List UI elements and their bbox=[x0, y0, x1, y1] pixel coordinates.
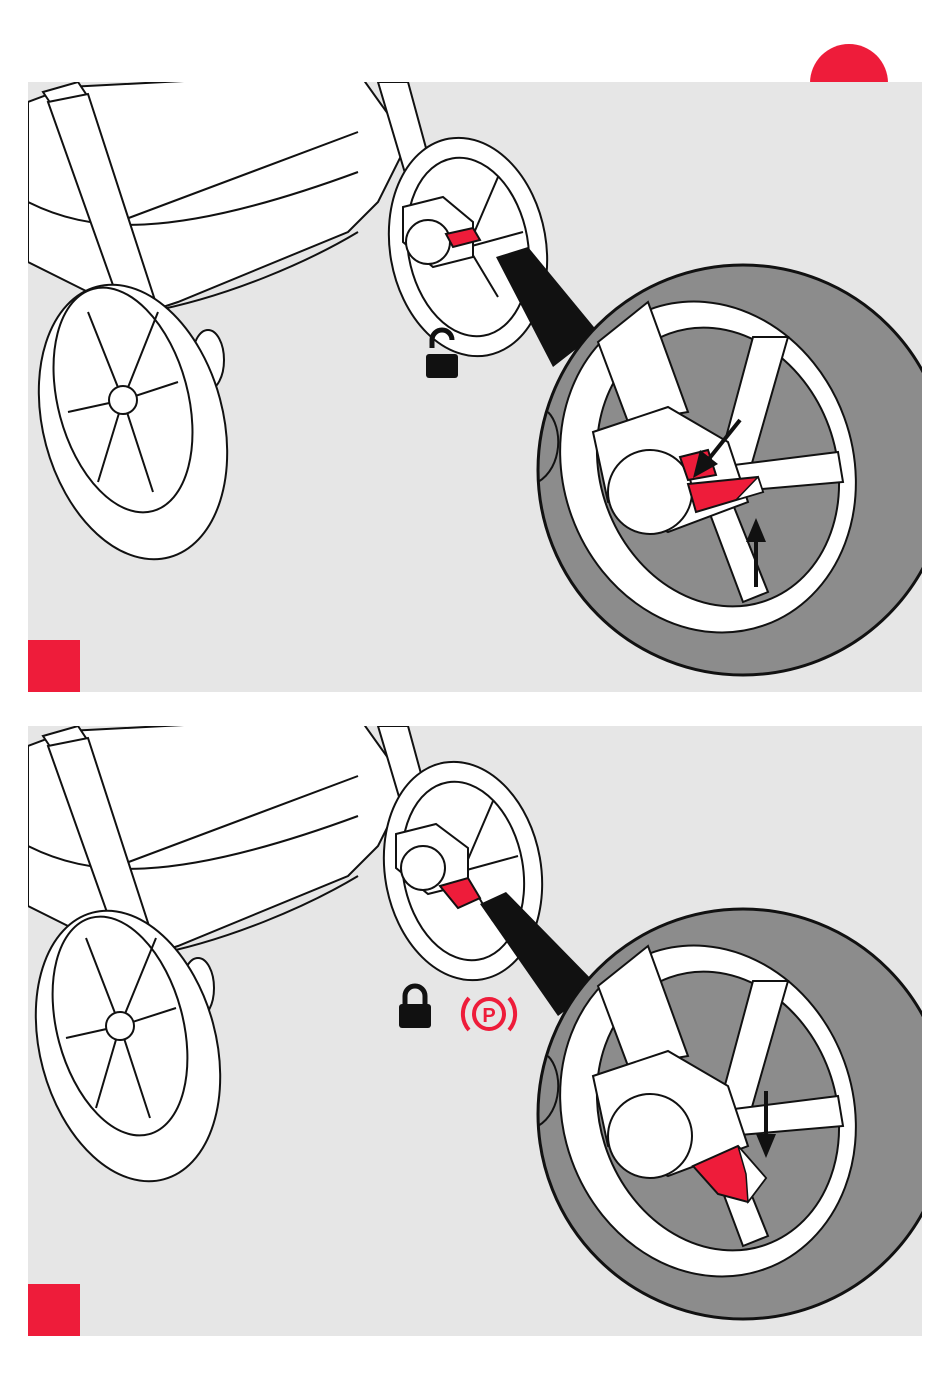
rear-wheel bbox=[28, 263, 256, 580]
step-marker-1 bbox=[28, 640, 80, 692]
step-panel-brake-release bbox=[28, 82, 922, 692]
locked-padlock-icon bbox=[399, 986, 431, 1028]
parking-brake-label: P bbox=[482, 1005, 495, 1027]
step-marker-2 bbox=[28, 1284, 80, 1336]
parking-brake-icon: P bbox=[463, 998, 515, 1030]
rear-wheel bbox=[28, 890, 249, 1202]
stroller-illustration-unlocked bbox=[28, 82, 922, 692]
stroller-illustration-locked: P bbox=[28, 726, 922, 1336]
step-panel-brake-engage: P bbox=[28, 726, 922, 1336]
